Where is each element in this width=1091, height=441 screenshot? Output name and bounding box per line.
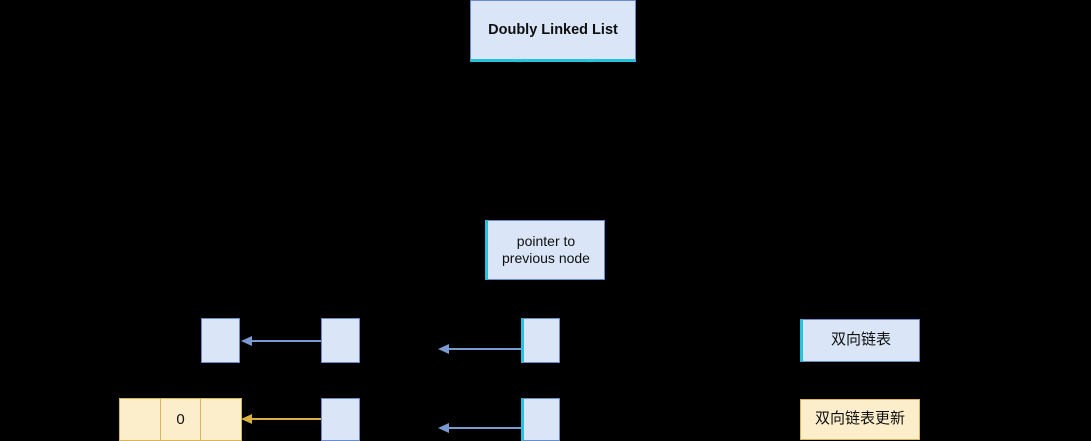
page-title-label: Doubly Linked List (488, 21, 618, 38)
note-label-line1: pointer to (516, 232, 576, 249)
row2-arrow-left-head (241, 414, 252, 424)
note-label: pointer to previous node (502, 233, 590, 268)
note-label-line2: previous node (502, 250, 590, 266)
node-cell-next (200, 399, 241, 440)
row2-node-cell-middle (321, 398, 360, 441)
row1-node-cell-middle (321, 318, 360, 363)
row1-arrow-right-head (438, 344, 449, 354)
row1-node-cell-right (521, 318, 560, 363)
note-pointer-to-previous-node: pointer to previous node (485, 220, 605, 280)
row2-node-cell-right (521, 398, 560, 441)
node-cell-prev (120, 399, 160, 440)
node-cell-data: 0 (159, 399, 201, 440)
row1-arrow-left-head (241, 336, 252, 346)
row1-node-cell-left (201, 318, 240, 363)
page-title: Doubly Linked List (470, 0, 636, 62)
node-cell-data-value: 0 (176, 411, 185, 428)
row2-arrow-right-head (438, 423, 449, 433)
row2-linked-list-node: 0 (119, 398, 242, 441)
